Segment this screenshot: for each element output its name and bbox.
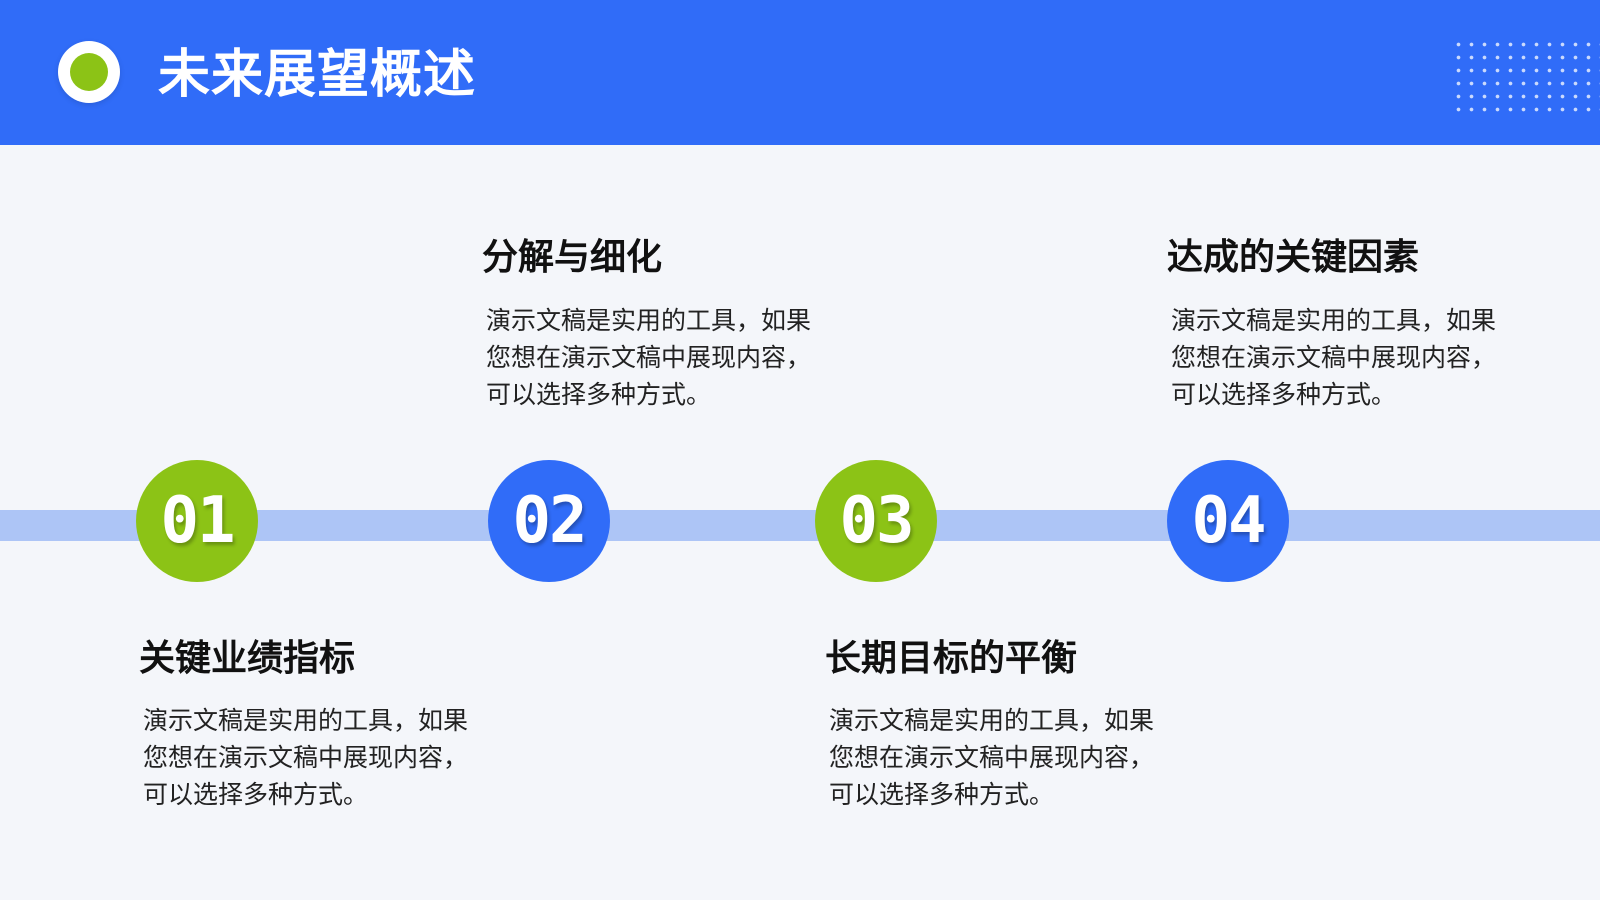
step-3-number-badge: 03 [815, 460, 937, 582]
step-4-number: 04 [1191, 484, 1266, 558]
step-2-description: 演示文稿是实用的工具，如果您想在演示文稿中展现内容，可以选择多种方式。 [486, 306, 812, 409]
step-3-description: 演示文稿是实用的工具，如果您想在演示文稿中展现内容，可以选择多种方式。 [829, 706, 1155, 809]
timeline-bar [0, 510, 1600, 541]
step-2-number: 02 [512, 484, 587, 558]
step-1-number: 01 [160, 484, 235, 558]
step-1-number-badge: 01 [136, 460, 258, 582]
page-title: 未来展望概述 [158, 45, 477, 105]
step-4-description: 演示文稿是实用的工具，如果您想在演示文稿中展现内容，可以选择多种方式。 [1171, 306, 1497, 409]
ring-dot-icon [58, 41, 120, 103]
step-2-title: 分解与细化 [482, 237, 663, 278]
step-2-number-badge: 02 [488, 460, 610, 582]
logo-dot [70, 53, 108, 91]
step-4-number-badge: 04 [1167, 460, 1289, 582]
step-1-description: 演示文稿是实用的工具，如果您想在演示文稿中展现内容，可以选择多种方式。 [143, 706, 469, 809]
step-3-title: 长期目标的平衡 [825, 638, 1078, 679]
step-4-title: 达成的关键因素 [1167, 237, 1420, 278]
dot-grid-icon [1452, 38, 1600, 116]
step-1-title: 关键业绩指标 [139, 638, 356, 679]
step-3-number: 03 [839, 484, 914, 558]
header-banner: 未来展望概述 [0, 0, 1600, 145]
